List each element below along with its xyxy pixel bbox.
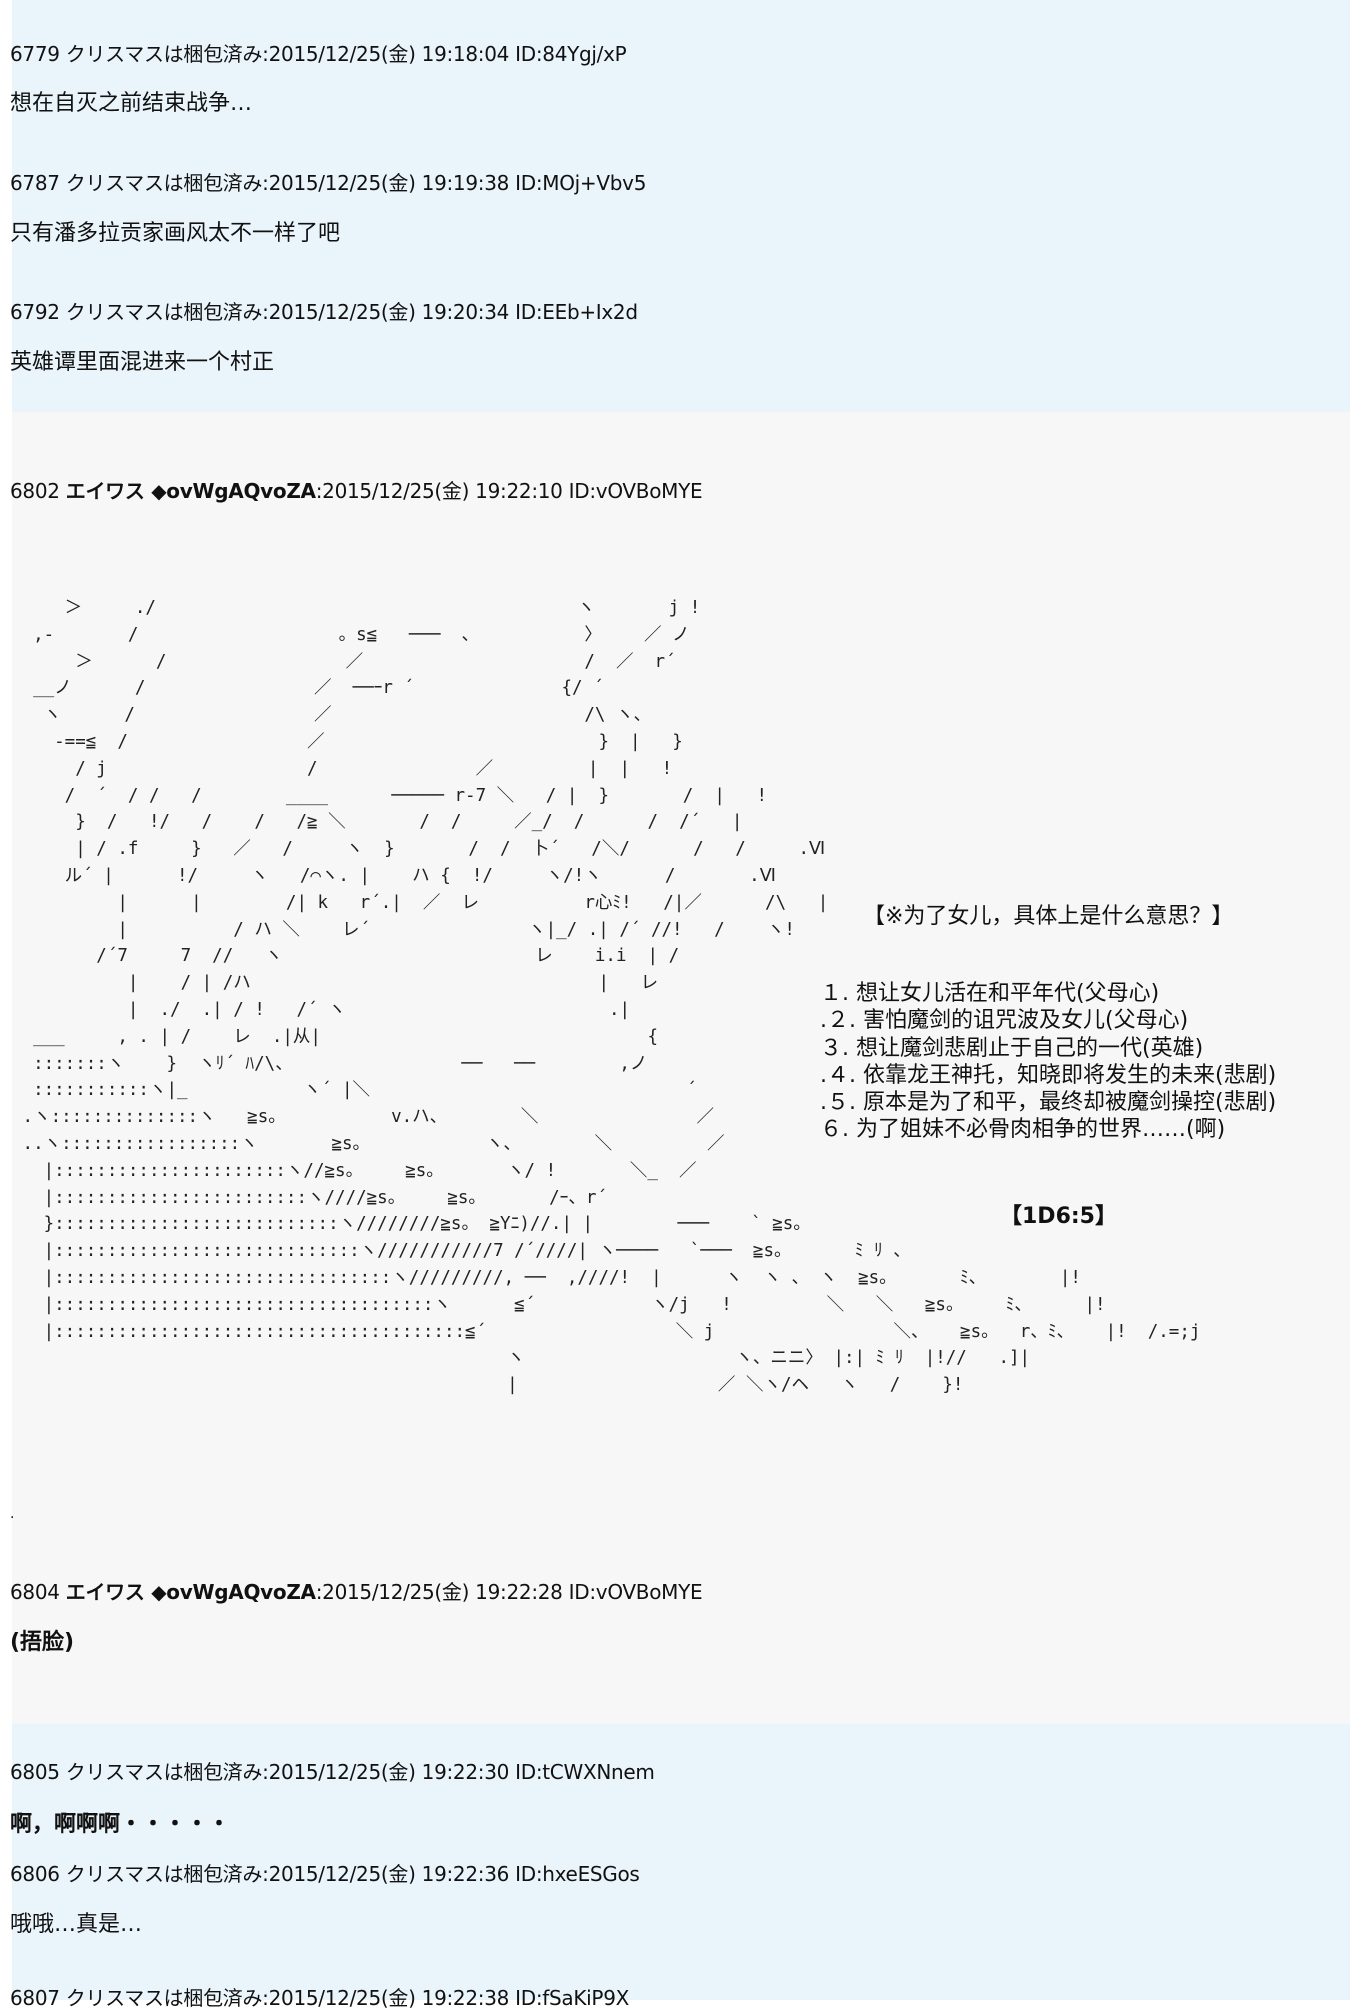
post-header: 6787 クリスマスは梱包済み:2015/12/25(金) 19:19:38 I… — [10, 167, 646, 196]
post-body: 只有潘多拉贡家画风太不一样了吧 — [10, 221, 341, 246]
choice-question: 【※为了女儿，具体上是什么意思？】 — [863, 904, 1234, 929]
post-body: 英雄谭里面混进来一个村正 — [10, 350, 275, 375]
post-body: 想在自灭之前结束战争… — [10, 91, 253, 116]
post-number[interactable]: 6806 — [10, 1862, 60, 1886]
post-number[interactable]: 6805 — [10, 1760, 60, 1784]
post-number[interactable]: 6787 — [10, 171, 60, 195]
post-meta: :2015/12/25(金) 19:18:04 ID:84Ygj/xP — [262, 42, 627, 66]
post-header: 6802 エイワス ◆ovWgAQvoZA:2015/12/25(金) 19:2… — [10, 475, 703, 504]
post-meta: :2015/12/25(金) 19:22:38 ID:fSaKiP9X — [262, 1986, 630, 2010]
post-number[interactable]: 6792 — [10, 300, 60, 324]
poster-name: クリスマスは梱包済み — [65, 171, 263, 195]
poster-name: クリスマスは梱包済み — [65, 42, 263, 66]
poster-name: クリスマスは梱包済み — [65, 1862, 263, 1886]
author-block-background — [12, 412, 1350, 1724]
post-header: 6792 クリスマスは梱包済み:2015/12/25(金) 19:20:34 I… — [10, 296, 638, 325]
post-header: 6805 クリスマスは梱包済み:2015/12/25(金) 19:22:30 I… — [10, 1756, 655, 1785]
author-name: エイワス ◆ovWgAQvoZA — [65, 479, 316, 503]
post-meta: :2015/12/25(金) 19:19:38 ID:MOj+Vbv5 — [262, 171, 647, 195]
post-header: 6779 クリスマスは梱包済み:2015/12/25(金) 19:18:04 I… — [10, 38, 627, 67]
choice-option: ６. 为了姐妹不必骨肉相争的世界……(啊) — [820, 1117, 1226, 1143]
post-number[interactable]: 6779 — [10, 42, 60, 66]
post-header: 6804 エイワス ◆ovWgAQvoZA:2015/12/25(金) 19:2… — [10, 1576, 703, 1605]
post-body: 哦哦…真是… — [10, 1912, 143, 1937]
choice-options: １. 想让女儿活在和平年代(父母心) .２. 害怕魔剑的诅咒波及女儿(父母心) … — [820, 980, 1276, 1144]
author-name: エイワス ◆ovWgAQvoZA — [65, 1580, 316, 1604]
ascii-art-illustration: ＞ ./ ヽ j ! ,- / 。s≦ ─── 、 〉 ／ ノ ＞ / ／ / … — [22, 598, 1201, 1396]
post-meta: :2015/12/25(金) 19:22:10 ID:vOVBoMYE — [315, 479, 703, 503]
post-number[interactable]: 6807 — [10, 1986, 60, 2010]
post-header: 6807 クリスマスは梱包済み:2015/12/25(金) 19:22:38 I… — [10, 1982, 629, 2011]
poster-name: クリスマスは梱包済み — [65, 300, 263, 324]
reply-block-background — [12, 0, 1350, 412]
post-number[interactable]: 6804 — [10, 1580, 60, 1604]
choice-option: .４. 依靠龙王神托，知晓即将发生的未来(悲剧) — [820, 1062, 1277, 1088]
post-meta: :2015/12/25(金) 19:20:34 ID:EEb+Ix2d — [262, 300, 638, 324]
post-meta: :2015/12/25(金) 19:22:28 ID:vOVBoMYE — [315, 1580, 703, 1604]
post-meta: :2015/12/25(金) 19:22:36 ID:hxeESGos — [262, 1862, 640, 1886]
post-number[interactable]: 6802 — [10, 479, 60, 503]
post-meta: :2015/12/25(金) 19:22:30 ID:tCWXNnem — [262, 1760, 655, 1784]
post-header: 6806 クリスマスは梱包済み:2015/12/25(金) 19:22:36 I… — [10, 1858, 640, 1887]
post-body: 啊，啊啊啊・・・・・ — [10, 1812, 231, 1837]
dice-roll-result: 【1D6:5】 — [1000, 1204, 1117, 1229]
choice-option: ３. 想让魔剑悲剧止于自己的一代(英雄) — [820, 1035, 1204, 1061]
separator-dot: . — [10, 1506, 15, 1522]
reply-block-background — [12, 1724, 1350, 2000]
choice-option: .２. 害怕魔剑的诅咒波及女儿(父母心) — [820, 1008, 1189, 1034]
choice-option: .５. 原本是为了和平，最终却被魔剑操控(悲剧) — [820, 1090, 1277, 1116]
post-body: (捂脸) — [10, 1630, 75, 1655]
poster-name: クリスマスは梱包済み — [65, 1986, 263, 2010]
choice-option: １. 想让女儿活在和平年代(父母心) — [820, 981, 1160, 1006]
poster-name: クリスマスは梱包済み — [65, 1760, 263, 1784]
